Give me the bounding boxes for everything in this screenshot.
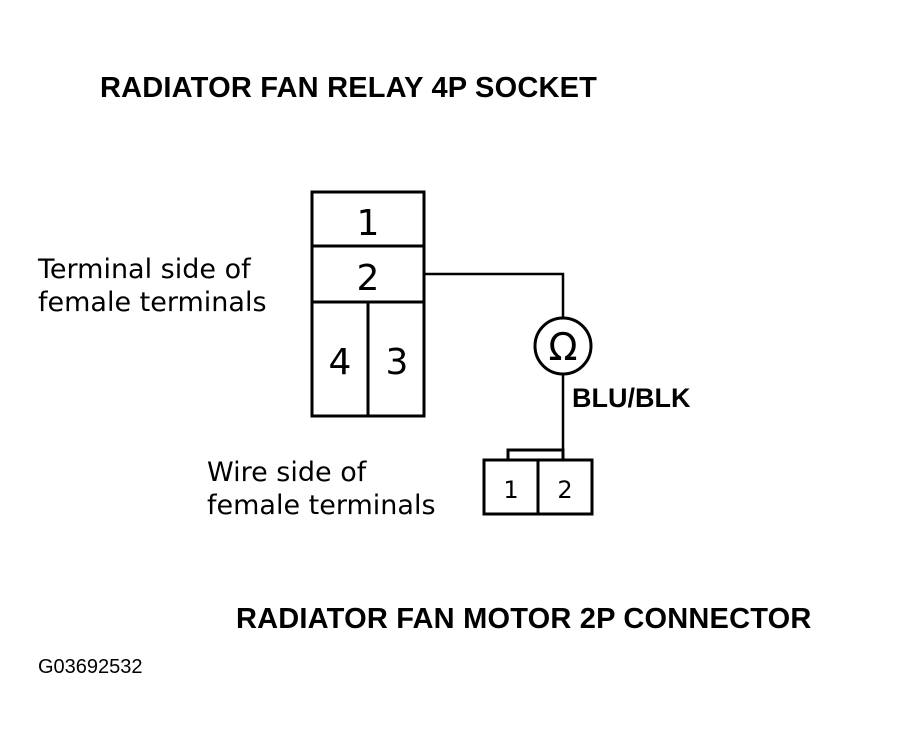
motor-connector-lock-tab (506, 448, 565, 460)
relay-socket-caption-line2: female terminals (38, 287, 267, 318)
relay-terminal-4: 4 (329, 342, 352, 383)
motor-terminal-1: 1 (503, 476, 518, 504)
motor-connector-title: RADIATOR FAN MOTOR 2P CONNECTOR (236, 603, 812, 635)
test-leads (424, 272, 565, 450)
motor-connector (482, 448, 594, 516)
relay-socket-caption-line1: Terminal side of (38, 254, 251, 285)
ohmmeter-icon: Ω (533, 316, 593, 376)
lead-to-relay-terminal-2 (424, 272, 565, 318)
wire-color-label: BLU/BLK (572, 383, 691, 413)
motor-terminal-2: 2 (557, 476, 572, 504)
motor-connector-caption: Wire side of female terminals (207, 456, 436, 522)
ohmmeter-circle (533, 316, 593, 376)
ohm-symbol: Ω (548, 325, 577, 369)
relay-terminal-2: 2 (357, 258, 380, 299)
relay-socket-caption: Terminal side of female terminals (38, 253, 267, 319)
relay-terminal-3: 3 (386, 342, 409, 383)
relay-socket-title: RADIATOR FAN RELAY 4P SOCKET (100, 72, 598, 104)
motor-connector-caption-line2: female terminals (207, 490, 436, 521)
relay-terminal-1: 1 (357, 203, 380, 244)
figure-id: G03692532 (38, 656, 143, 678)
relay-socket (310, 190, 426, 418)
motor-connector-caption-line1: Wire side of (207, 457, 367, 488)
